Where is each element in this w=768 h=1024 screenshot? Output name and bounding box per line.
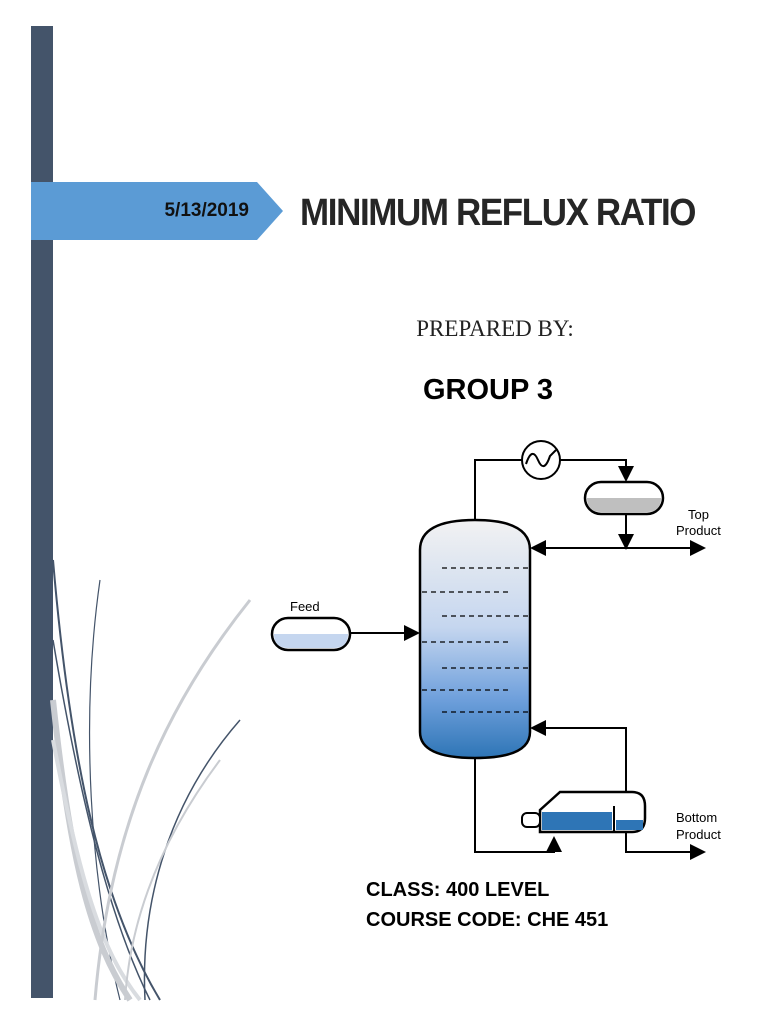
reflux-drum [583, 480, 665, 516]
feed-label: Feed [290, 599, 320, 614]
document-title: MINIMUM REFLUX RATIO [300, 192, 697, 234]
cover-date: 5/13/2019 [164, 200, 249, 221]
side-bar [31, 26, 53, 998]
prepared-by-label: PREPARED BY: [416, 316, 574, 341]
reboiler [521, 790, 647, 834]
banner-arrow-shape [31, 182, 283, 240]
condenser-icon [521, 440, 561, 480]
class-level: CLASS: 400 LEVEL [366, 879, 550, 901]
distillation-diagram: Top Product Feed Bottom Product [270, 440, 721, 860]
bottom-product-label-2: Product [676, 827, 721, 842]
bottom-product-label-1: Bottom [676, 810, 717, 825]
feed-tank [270, 616, 352, 652]
date-banner: 5/13/2019 [31, 182, 283, 240]
distillation-column [418, 518, 532, 760]
course-code: COURSE CODE: CHE 451 [366, 909, 609, 931]
top-product-label-2: Product [676, 523, 721, 538]
group-name: GROUP 3 [422, 374, 553, 406]
top-product-label-1: Top [688, 507, 709, 522]
decorative-swooshes [50, 559, 252, 1002]
